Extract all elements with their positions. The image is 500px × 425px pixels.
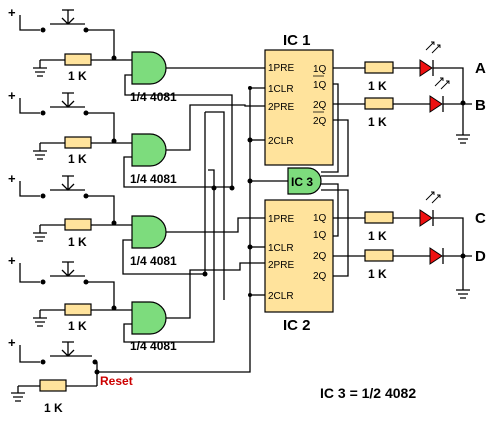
ic2-pin-1q: 1Q <box>313 213 327 224</box>
and-gate-4: 1/4 4081 <box>130 301 177 353</box>
led-b <box>429 95 443 113</box>
resistor-reset <box>39 379 67 392</box>
and-gate-3: 1/4 4081 <box>130 215 177 268</box>
resistor-label-c: 1 K <box>368 229 387 243</box>
ic2-pin-1qbar: 1Q <box>313 230 327 241</box>
resistor-b <box>364 97 394 110</box>
ic2-pin-2q: 2Q <box>313 251 327 262</box>
ic1-pin-1qbar: 1Q <box>313 80 327 91</box>
ic1-chip: IC 1 1PRE 1CLR 2PRE 2CLR 1Q 1Q 2Q 2Q <box>264 32 334 166</box>
ic2-pin-2clr: 2CLR <box>268 291 294 302</box>
supply-plus-reset: + <box>8 335 16 350</box>
resistor-d <box>364 249 394 262</box>
supply-plus-3: + <box>8 171 16 186</box>
ic2-pin-1pre: 1PRE <box>268 214 294 225</box>
ic2-title: IC 2 <box>283 317 311 334</box>
pushbutton-3 <box>40 175 89 199</box>
resistor-1 <box>64 53 92 66</box>
resistor-label-4: 1 K <box>68 319 87 333</box>
ic2-pin-2pre: 2PRE <box>268 260 294 271</box>
ic2-pin-1clr: 1CLR <box>268 243 294 254</box>
output-a: 1 K A <box>333 41 486 103</box>
resistor-3 <box>64 218 92 231</box>
output-label-b: B <box>475 97 486 114</box>
led-d <box>429 247 443 265</box>
input-row-4: + 1 K <box>8 253 132 333</box>
input-row-2: + 1 K <box>8 88 132 166</box>
resistor-label-b: 1 K <box>368 115 387 129</box>
ic1-pin-1clr: 1CLR <box>268 84 294 95</box>
output-c: 1 K C <box>333 191 486 256</box>
resistor-4 <box>64 303 92 316</box>
output-label-d: D <box>475 248 486 265</box>
ic1-pin-2pre: 2PRE <box>268 102 294 113</box>
led-a <box>419 59 433 77</box>
resistor-label-3: 1 K <box>68 235 87 249</box>
ic3-note: IC 3 = 1/2 4082 <box>320 385 416 401</box>
and-gate-1: 1/4 4081 <box>130 51 177 104</box>
output-label-c: C <box>475 210 486 227</box>
resistor-label-reset: 1 K <box>44 401 63 415</box>
ic3-gate: IC 3 <box>287 167 322 195</box>
output-label-a: A <box>475 60 486 77</box>
ic1-pin-2clr: 2CLR <box>268 136 294 147</box>
led-c <box>419 209 433 227</box>
resistor-2 <box>64 136 92 149</box>
ic2-chip: IC 2 1PRE 1CLR 2PRE 2CLR 1Q 1Q 2Q 2Q <box>264 199 334 334</box>
resistor-label-a: 1 K <box>368 79 387 93</box>
resistor-label-2: 1 K <box>68 152 87 166</box>
ic1-pin-1q: 1Q <box>313 64 327 75</box>
gate-label-1: 1/4 4081 <box>130 90 177 104</box>
resistor-c <box>364 211 394 224</box>
gate-label-4: 1/4 4081 <box>130 339 177 353</box>
ic1-title: IC 1 <box>283 32 311 49</box>
reset-pushbutton <box>40 341 98 365</box>
pushbutton-2 <box>40 92 89 116</box>
pushbutton-1 <box>40 9 89 33</box>
supply-plus-4: + <box>8 253 16 268</box>
ic1-pin-2qbar: 2Q <box>313 116 327 127</box>
resistor-a <box>364 61 394 74</box>
resistor-label-d: 1 K <box>368 267 387 281</box>
ic1-pin-2q: 2Q <box>313 100 327 111</box>
reset-label: Reset <box>100 374 133 388</box>
supply-plus-2: + <box>8 88 16 103</box>
supply-plus-1: + <box>8 5 16 20</box>
gate-label-2: 1/4 4081 <box>130 172 177 186</box>
input-row-1: + 1 K <box>8 5 132 83</box>
pushbutton-4 <box>40 261 89 285</box>
output-b: 1 K B <box>333 77 486 144</box>
gate-label-3: 1/4 4081 <box>130 254 177 268</box>
input-row-3: + 1 K <box>8 171 132 249</box>
ic3-title: IC 3 <box>291 175 313 189</box>
resistor-label-1: 1 K <box>68 69 87 83</box>
ic2-pin-2qbar: 2Q <box>313 271 327 282</box>
reset-row: + 1 K Reset <box>8 258 251 415</box>
ic1-pin-1pre: 1PRE <box>268 63 294 74</box>
and-gate-2: 1/4 4081 <box>130 133 177 186</box>
output-d: 1 K D <box>333 247 486 299</box>
